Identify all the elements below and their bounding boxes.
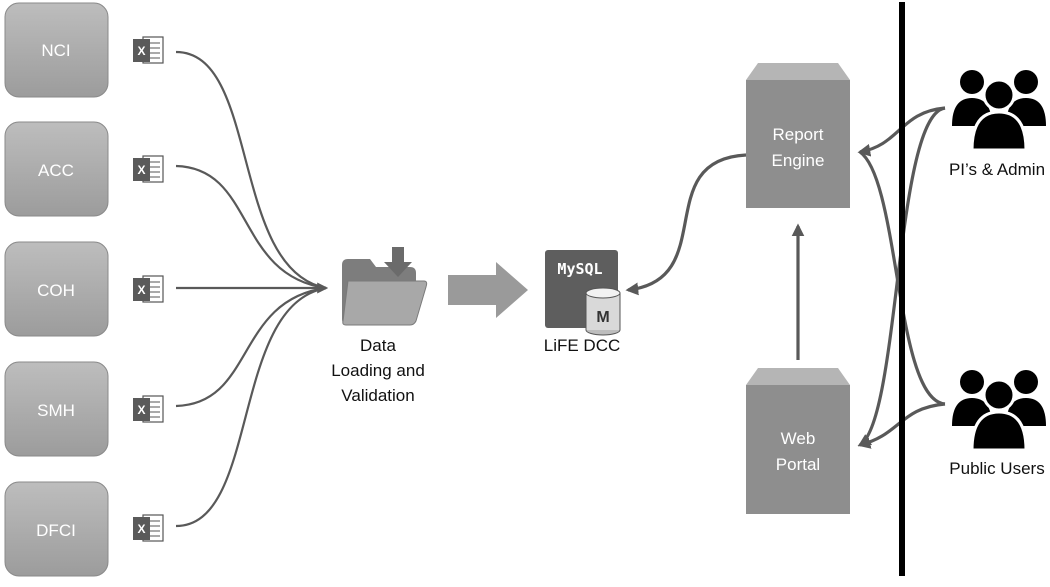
- excel-file-icon: X: [133, 395, 164, 423]
- web-portal-server: Web Portal: [746, 368, 850, 514]
- svg-text:Validation: Validation: [341, 386, 414, 405]
- mysql-database-icon: MySQL M: [545, 250, 621, 336]
- site-nci: NCI: [4, 2, 109, 98]
- site-smh: SMH: [4, 361, 109, 457]
- loading-to-db-arrow: [448, 262, 528, 318]
- site-coh: COH: [4, 241, 109, 337]
- users-group-icon: [952, 70, 1046, 152]
- users-group-icon: [952, 370, 1046, 452]
- site-label-nci: NCI: [41, 41, 70, 60]
- site-acc: ACC: [4, 121, 109, 217]
- arrow-dfci-to-loading: [175, 286, 327, 528]
- svg-text:X: X: [137, 403, 145, 417]
- arrow-smh-to-loading: [175, 286, 327, 408]
- excel-file-icon: X: [133, 275, 164, 303]
- excel-file-icon: X: [133, 36, 164, 64]
- arrow-report-to-db: [625, 153, 747, 296]
- report-engine-server: Report Engine: [746, 63, 850, 208]
- svg-text:Loading and: Loading and: [331, 361, 425, 380]
- site-label-smh: SMH: [37, 401, 75, 420]
- svg-text:Data: Data: [360, 336, 396, 355]
- user-group-label-admin: PI’s & Admin: [949, 160, 1045, 179]
- folder-download-icon: [342, 247, 428, 326]
- arrow-public-to-report: [858, 150, 946, 406]
- user-group-label-public: Public Users: [949, 459, 1044, 478]
- database-caption: LiFE DCC: [544, 336, 621, 355]
- site-label-dfci: DFCI: [36, 521, 76, 540]
- excel-file-icon: X: [133, 514, 164, 542]
- arrow-admin-to-portal: [857, 106, 946, 447]
- site-to-loading-arrows: [175, 50, 329, 528]
- report-engine-label: Engine: [772, 151, 825, 170]
- svg-text:MySQL: MySQL: [557, 260, 602, 278]
- svg-text:X: X: [137, 522, 145, 536]
- excel-file-icon: X: [133, 155, 164, 183]
- web-portal-label: Portal: [776, 455, 820, 474]
- arrow-acc-to-loading: [175, 164, 327, 290]
- site-label-acc: ACC: [38, 161, 74, 180]
- svg-text:X: X: [137, 44, 145, 58]
- web-portal-label: Web: [781, 429, 816, 448]
- svg-text:X: X: [137, 283, 145, 297]
- svg-text:X: X: [137, 163, 145, 177]
- site-dfci: DFCI: [4, 481, 109, 577]
- svg-text:M: M: [596, 309, 609, 326]
- report-engine-label: Report: [772, 125, 823, 144]
- arrow-nci-to-loading: [175, 50, 327, 290]
- loading-caption: Data Loading and Validation: [331, 336, 425, 405]
- site-label-coh: COH: [37, 281, 75, 300]
